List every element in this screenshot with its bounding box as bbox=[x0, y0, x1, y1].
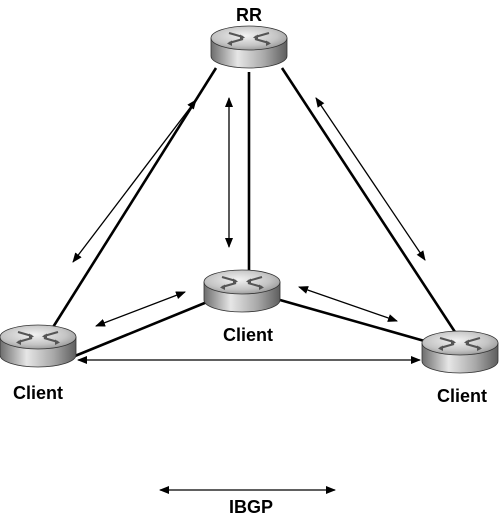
router-label-left-client: Client bbox=[13, 383, 63, 403]
router-icon bbox=[421, 330, 499, 374]
link-left-center bbox=[69, 298, 213, 360]
link-rr-right bbox=[280, 67, 457, 333]
legend-label-ibgp: IBGP bbox=[229, 497, 273, 517]
session-arrow-rr-left bbox=[72, 99, 197, 263]
session-arrow-left-center bbox=[95, 291, 186, 327]
router-label-right-client: Client bbox=[437, 386, 487, 406]
router-icon bbox=[0, 324, 77, 368]
router-label-center-client: Client bbox=[223, 325, 273, 345]
session-arrow-rr-right bbox=[315, 97, 426, 261]
router-icon bbox=[203, 269, 281, 313]
router-label-rr: RR bbox=[236, 5, 262, 25]
router-icon bbox=[210, 25, 288, 69]
link-rr-left bbox=[48, 67, 218, 333]
session-arrow-center-right bbox=[298, 286, 398, 322]
